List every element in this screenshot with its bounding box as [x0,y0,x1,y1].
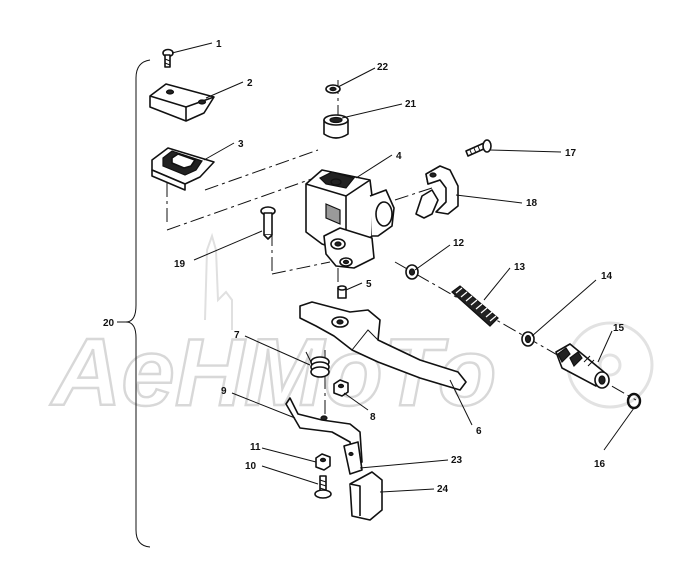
part-4-master-cylinder-body [305,169,395,269]
part-22-washer [325,84,341,94]
callout-24: 24 [437,484,449,495]
centerline [394,187,433,201]
part-23-brake-switch [343,441,363,475]
callout-10: 10 [245,461,257,472]
callout-5: 5 [366,279,372,290]
callout-labels: 1 2 3 4 5 6 7 8 9 10 11 12 13 14 15 16 1… [103,39,625,495]
part-7-lever-spring [305,351,330,378]
callout-22: 22 [377,62,389,73]
part-11-nut [315,453,331,471]
callout-1: 1 [216,39,222,50]
assembly-bracket [125,59,151,548]
callout-11: 11 [250,442,261,453]
callout-21: 21 [405,99,417,110]
part-24-switch-plate [349,471,383,521]
part-6-brake-lever [299,301,467,391]
part-3-diaphragm [151,147,215,191]
part-17-clamp-bolt [465,139,492,157]
part-8-nut [333,379,349,397]
callout-16: 16 [594,459,606,470]
part-1-cover-screw [162,48,174,68]
callout-15: 15 [613,323,625,334]
callout-20: 20 [103,318,115,329]
leader-lines [171,42,635,493]
callout-23: 23 [451,455,463,466]
part-14-o-ring [521,331,535,347]
callout-6: 6 [476,426,482,437]
centerline [271,261,331,275]
callout-19: 19 [174,259,186,270]
callout-7: 7 [234,330,240,341]
callout-4: 4 [396,151,402,162]
callout-2: 2 [247,78,253,89]
part-13-spring [451,285,499,327]
part-15-piston [555,343,610,389]
callout-12: 12 [453,238,465,249]
callout-9: 9 [221,386,227,397]
part-19-pivot-bolt [260,206,276,240]
callout-8: 8 [370,412,376,423]
part-2-reservoir-cover [149,83,215,122]
callout-14: 14 [601,271,613,282]
callout-3: 3 [238,139,244,150]
part-18-handlebar-clamp [415,165,459,219]
part-10-screw [314,475,332,499]
callout-17: 17 [565,148,577,159]
callout-18: 18 [526,198,538,209]
part-12-washer [405,264,419,280]
part-5-bushing [337,285,347,299]
callout-13: 13 [514,262,526,273]
centerline [204,149,319,191]
centerline [166,175,321,231]
part-21-cap [323,114,349,139]
